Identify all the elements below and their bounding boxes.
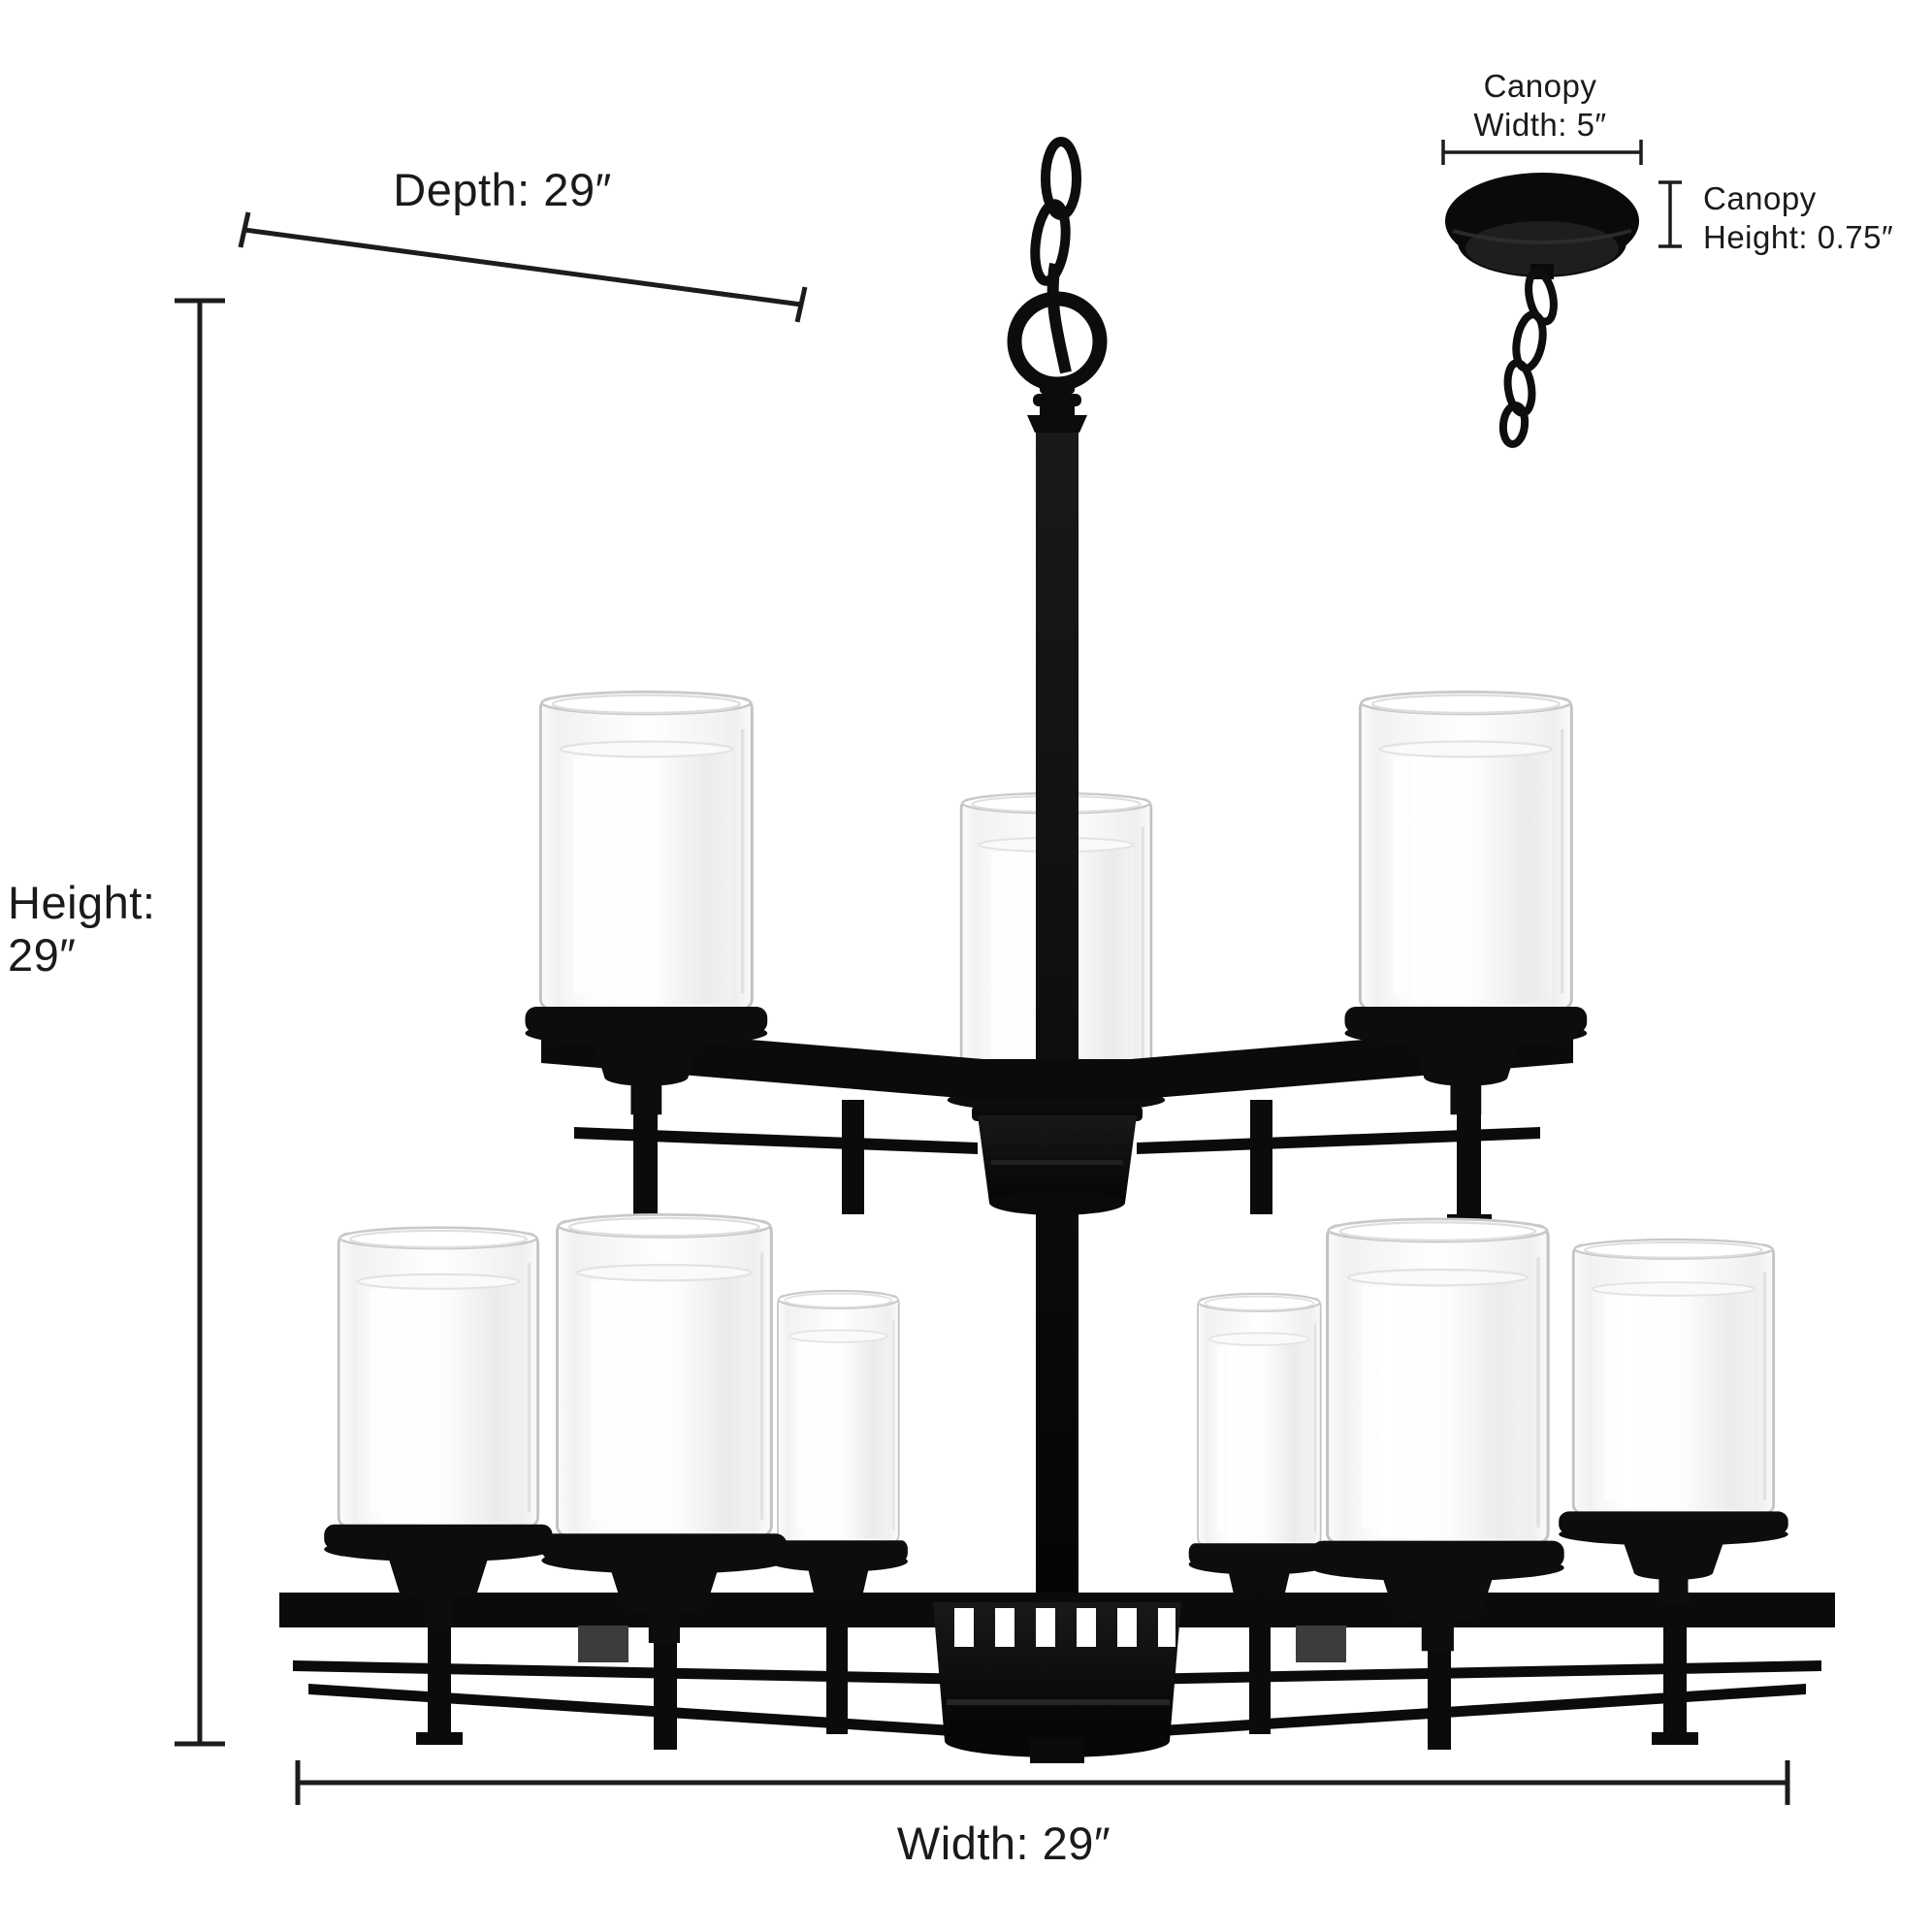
lower-left-glass-shade <box>322 1226 554 1627</box>
canopy-width-label-line2: Width: 5″ <box>1473 107 1606 143</box>
depth-label: Depth: 29″ <box>393 164 611 215</box>
canopy-height-label-line2: Height: 0.75″ <box>1703 219 1893 255</box>
chandelier <box>279 137 1835 1763</box>
hub-bottom-finial <box>1030 1738 1084 1763</box>
canopy-inset: Canopy Width: 5″ Canopy Height: 0.7 <box>1441 68 1893 448</box>
canopy-width-dimension <box>1441 140 1643 165</box>
lower-rear-right-glass-shade <box>1187 1292 1332 1630</box>
lower-right-glass-shade <box>1557 1238 1790 1606</box>
canopy-chain <box>1498 268 1558 448</box>
canopy-height-label-line1: Canopy <box>1703 180 1817 216</box>
canopy-width-label-line1: Canopy <box>1484 68 1597 104</box>
height-dimension: Height: 29″ <box>8 298 225 1747</box>
height-label-line1: Height: <box>8 877 155 928</box>
rod-collar <box>1027 382 1087 433</box>
canopy-height-dimension <box>1658 180 1682 248</box>
lower-right-center-glass-shade <box>1309 1217 1566 1653</box>
upper-hub <box>972 1106 1143 1215</box>
depth-dimension: Depth: 29″ <box>238 164 808 323</box>
canopy <box>1445 173 1639 279</box>
height-label-line2: 29″ <box>8 929 76 981</box>
depth-dimension-line <box>243 227 802 307</box>
lower-hub <box>933 1602 1181 1763</box>
center-rod <box>1036 425 1079 1610</box>
lower-left-center-glass-shade <box>539 1212 789 1645</box>
lower-rear-left-glass-shade <box>767 1289 910 1627</box>
width-dimension: Width: 29″ <box>295 1760 1790 1869</box>
hanging-chain <box>1030 137 1081 374</box>
hub-vent-slots <box>954 1608 1175 1647</box>
width-label: Width: 29″ <box>897 1818 1111 1869</box>
